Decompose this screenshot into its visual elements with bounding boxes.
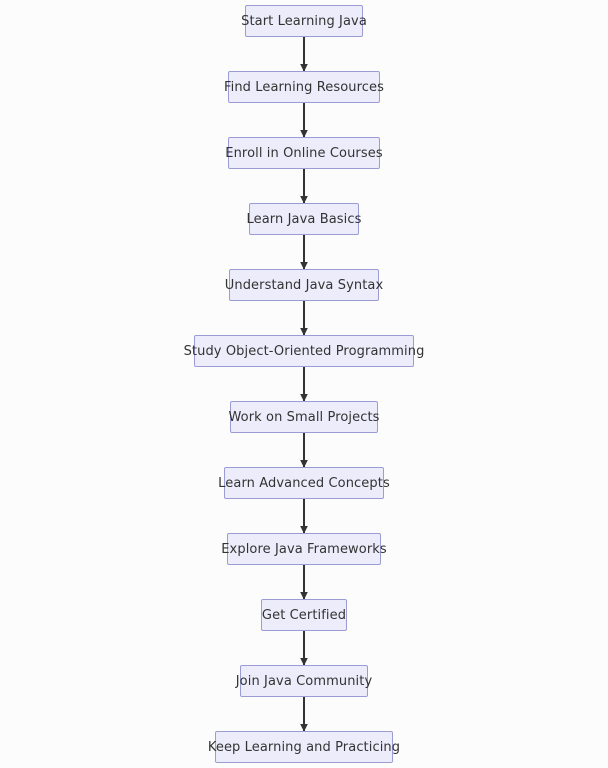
- flowchart-node-n9[interactable]: Explore Java Frameworks: [221, 533, 387, 565]
- flowchart-node-n3[interactable]: Enroll in Online Courses: [225, 137, 383, 169]
- flowchart-node-label: Work on Small Projects: [228, 409, 380, 425]
- flowchart-node-label: Explore Java Frameworks: [221, 541, 387, 557]
- flowchart-node-label: Study Object-Oriented Programming: [183, 343, 425, 359]
- flowchart-node-n5[interactable]: Understand Java Syntax: [225, 269, 383, 301]
- flowchart-node-n12[interactable]: Keep Learning and Practicing: [208, 731, 400, 763]
- flowchart-node-label: Keep Learning and Practicing: [207, 739, 401, 755]
- flowchart-node-label: Understand Java Syntax: [224, 277, 384, 293]
- flowchart-node-label: Learn Advanced Concepts: [218, 475, 390, 491]
- flowchart-node-n11[interactable]: Join Java Community: [236, 665, 372, 697]
- flowchart-node-label: Find Learning Resources: [223, 79, 385, 95]
- flowchart-node-n2[interactable]: Find Learning Resources: [224, 71, 384, 103]
- flowchart-node-n1[interactable]: Start Learning Java: [241, 5, 367, 37]
- flowchart-node-label: Join Java Community: [235, 673, 373, 689]
- flowchart-node-label: Learn Java Basics: [246, 211, 362, 227]
- flowchart-node-n8[interactable]: Learn Advanced Concepts: [218, 467, 390, 499]
- flowchart-node-label: Start Learning Java: [241, 13, 367, 29]
- flowchart-node-n4[interactable]: Learn Java Basics: [247, 203, 361, 235]
- flowchart-node-n6[interactable]: Study Object-Oriented Programming: [184, 335, 424, 367]
- flowchart-node-label: Get Certified: [261, 607, 347, 623]
- flowchart-node-n10[interactable]: Get Certified: [261, 599, 347, 631]
- flowchart-node-label: Enroll in Online Courses: [225, 145, 383, 161]
- flowchart-node-n7[interactable]: Work on Small Projects: [228, 401, 379, 433]
